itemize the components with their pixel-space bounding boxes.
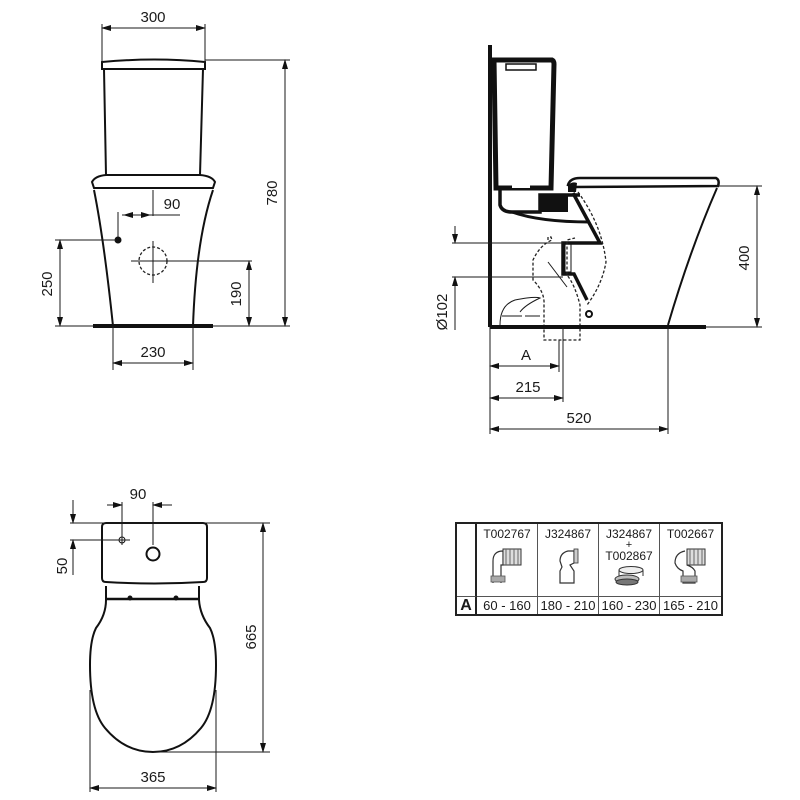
dim-bowl-width: 365 — [140, 769, 165, 786]
connector-code: J324867 — [605, 527, 653, 541]
dim-base-width: 230 — [140, 344, 165, 361]
dim-inlet-offset: 90 — [164, 196, 181, 213]
dim-a: A — [521, 347, 531, 364]
offset-pan-connector-icon — [559, 548, 579, 584]
pedestal-right — [192, 189, 214, 327]
front-view: 300 780 90 250 190 230 — [39, 9, 290, 370]
table-corner — [457, 524, 477, 597]
connector-code: T002767 — [483, 527, 531, 541]
dim-seat-height: 400 — [736, 245, 753, 270]
dim-top-inlet-offset: 90 — [130, 486, 147, 503]
row-label-a: A — [457, 597, 477, 614]
connector-code-2: T002867 — [605, 549, 653, 563]
dim-outlet-diameter: Ø102 — [434, 294, 451, 331]
side-view: Ø102 400 A 215 520 — [434, 45, 762, 434]
cistern-top — [101, 522, 208, 585]
dim-inlet-height: 250 — [39, 271, 56, 296]
connector-col-4: T002667 — [660, 524, 721, 597]
connector-code: J324867 — [544, 527, 592, 541]
range-col-1: 60 - 160 — [477, 597, 538, 614]
range-col-2: 180 - 210 — [538, 597, 599, 614]
flush-button — [145, 546, 161, 562]
pedestal-left — [93, 189, 114, 327]
dim-overall-height: 780 — [264, 180, 281, 205]
connector-col-3: J324867 + T002867 — [599, 524, 660, 597]
top-view: 90 50 665 365 — [54, 486, 270, 792]
dim-outlet-height: 190 — [228, 281, 245, 306]
dim-overall-length: 665 — [243, 624, 260, 649]
swivel-pan-connector-icon — [673, 548, 705, 584]
plus-sign: + — [625, 539, 633, 551]
extension-collar-icon — [614, 566, 644, 586]
dim-overall-depth: 520 — [566, 410, 591, 427]
range-col-4: 165 - 210 — [663, 598, 718, 613]
water-inlet-point — [114, 236, 122, 244]
bowl-front — [667, 187, 718, 326]
seat-side — [566, 176, 720, 189]
cistern-body — [103, 68, 204, 176]
dim-cistern-width: 300 — [140, 9, 165, 26]
seat-top — [88, 599, 218, 754]
connector-code: T002667 — [666, 527, 715, 541]
bowl-rim — [90, 174, 217, 189]
cistern-lid — [101, 58, 206, 70]
90-degree-pan-connector-icon — [490, 548, 522, 583]
dim-outlet-distance: 215 — [515, 379, 540, 396]
pan-connector-table: T002767 J324867 J324867 + T002867 T00266… — [455, 522, 723, 616]
cistern-side — [491, 57, 557, 191]
connector-col-2: J324867 — [538, 524, 599, 597]
connector-col-1: T002767 — [477, 524, 538, 597]
range-col-3: 160 - 230 — [599, 597, 660, 614]
dim-inlet-from-back: 50 — [54, 558, 71, 575]
